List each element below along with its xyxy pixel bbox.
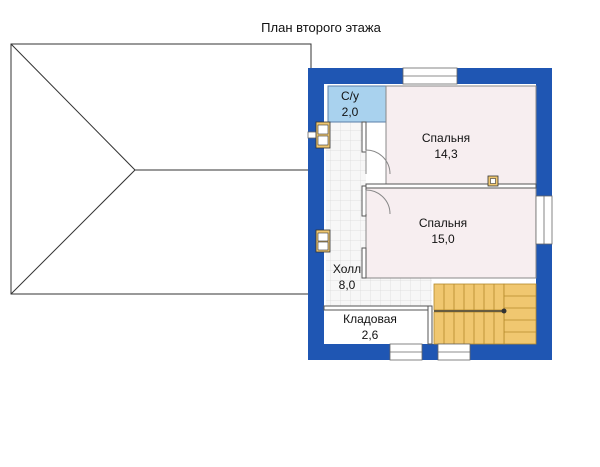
windows bbox=[307, 67, 553, 361]
room-label-storage: Кладовая bbox=[343, 312, 397, 326]
room-label-bathroom: С/у bbox=[341, 89, 359, 103]
room-area-bedroom-2: 15,0 bbox=[431, 232, 455, 246]
room-bedroom-1 bbox=[385, 85, 537, 185]
room-label-hall: Холл bbox=[333, 262, 361, 276]
room-label-bedroom-1: Спальня bbox=[422, 131, 470, 145]
room-area-storage: 2,6 bbox=[362, 328, 379, 342]
room-area-hall: 8,0 bbox=[339, 278, 356, 292]
roof-outline bbox=[10, 43, 312, 295]
vent-shafts bbox=[315, 121, 499, 253]
page-title: План второго этажа bbox=[261, 20, 381, 35]
hall-floor bbox=[326, 122, 366, 308]
room-area-bathroom: 2,0 bbox=[342, 105, 359, 119]
doors bbox=[365, 149, 391, 215]
interior-walls bbox=[323, 121, 537, 345]
room-label-bedroom-2: Спальня bbox=[419, 216, 467, 230]
stairs bbox=[433, 283, 537, 345]
room-area-bedroom-1: 14,3 bbox=[434, 147, 458, 161]
room-bathroom bbox=[327, 85, 387, 123]
